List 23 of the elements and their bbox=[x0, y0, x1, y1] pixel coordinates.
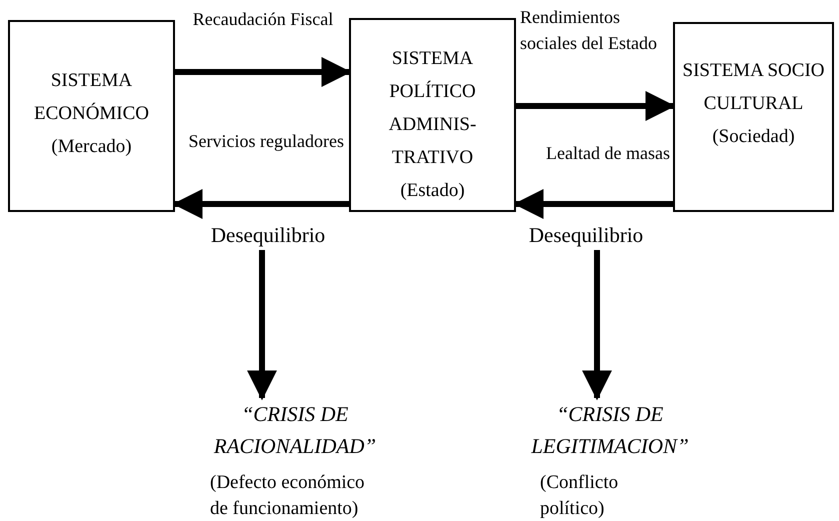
system-box bbox=[8, 20, 175, 212]
node-label: Desequilibrio bbox=[210, 222, 326, 249]
crisis-description: (Defecto económico de funcionamiento) bbox=[209, 471, 366, 521]
system-subtitle: (Estado) bbox=[399, 179, 466, 203]
node-label: Desequilibrio bbox=[528, 222, 644, 249]
system-box bbox=[673, 22, 834, 212]
system-title: SISTEMA ECONÓMICO bbox=[32, 69, 150, 126]
crisis-title: “CRISIS DE LEGITIMACION” bbox=[530, 401, 690, 460]
arrow bbox=[582, 250, 612, 400]
crisis-title: “CRISIS DE RACIONALIDAD” bbox=[212, 401, 378, 460]
system-title: SISTEMA POLÍTICO ADMINIS- TRATIVO bbox=[388, 47, 478, 170]
arrow bbox=[175, 57, 352, 87]
system-box bbox=[349, 18, 516, 212]
crisis-description: (Conflicto político) bbox=[539, 471, 620, 521]
edge-label: Lealtad de masas bbox=[545, 142, 670, 165]
edge-label: Recaudación Fiscal bbox=[192, 8, 334, 31]
arrow bbox=[516, 91, 676, 121]
system-title: SISTEMA SOCIO CULTURAL bbox=[682, 59, 826, 116]
edge-label: Rendimientos sociales del Estado bbox=[520, 6, 658, 55]
arrow bbox=[247, 250, 277, 400]
edge-label: Servicios reguladores bbox=[188, 130, 344, 153]
system-subtitle: (Mercado) bbox=[50, 135, 133, 159]
system-subtitle: (Sociedad) bbox=[711, 125, 796, 149]
